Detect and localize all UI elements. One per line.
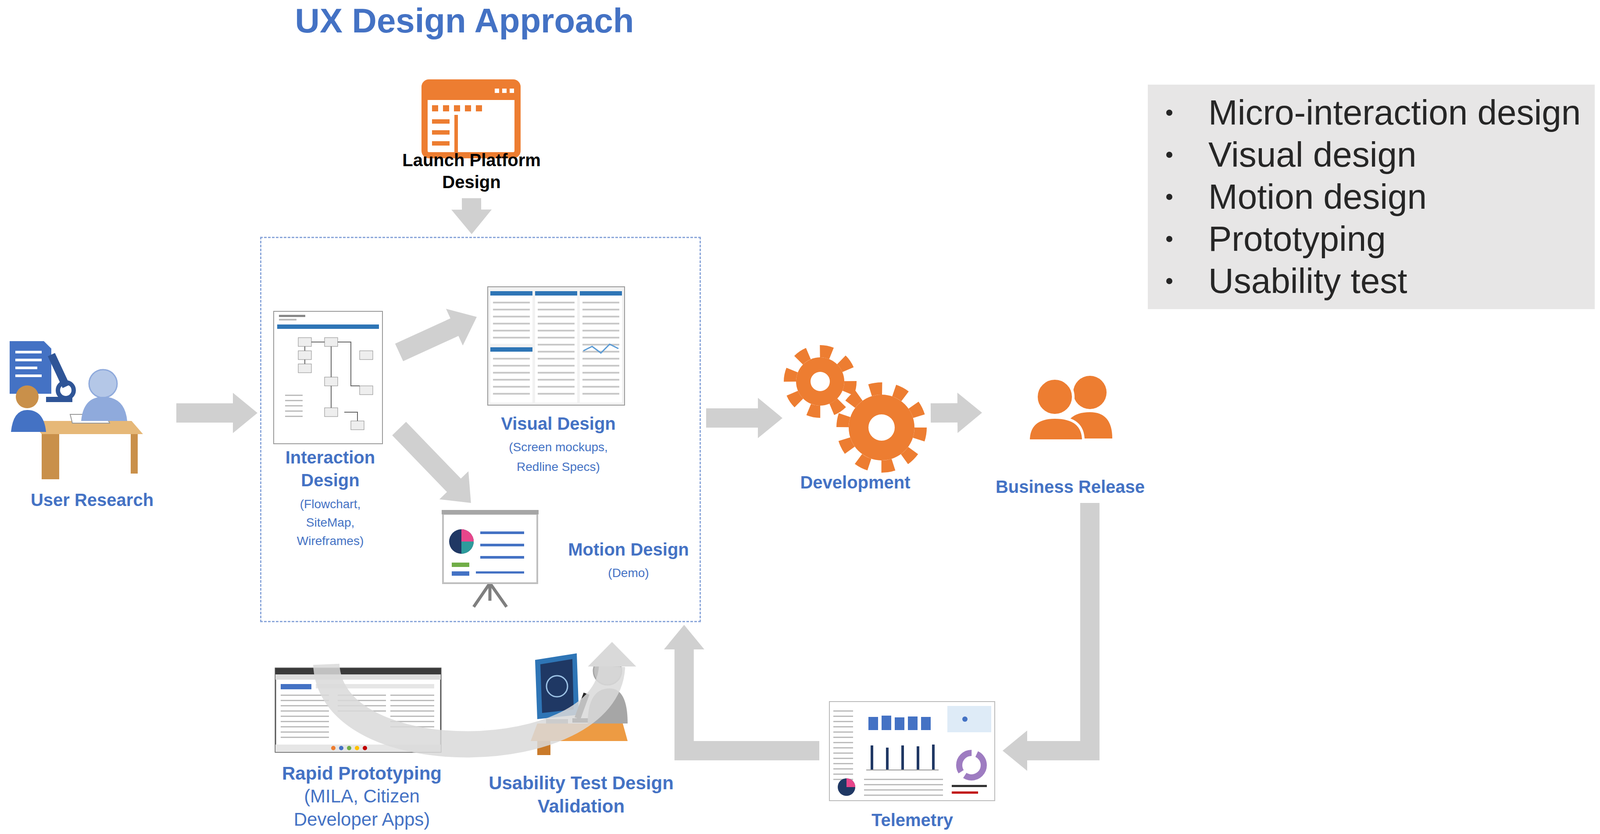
step-label: Usability Test Design Validation — [484, 771, 678, 818]
bullet-item: Usability test — [1208, 260, 1589, 303]
focus-list-panel: Micro-interaction designVisual designMot… — [1147, 84, 1595, 310]
arrow-head — [957, 392, 983, 434]
dashboard-thumbnail — [829, 701, 995, 801]
flow-arrow — [399, 428, 472, 504]
arrow-body — [1026, 503, 1090, 751]
arrow-head — [757, 397, 783, 439]
platform-step: Launch Platform Design — [385, 76, 558, 193]
arrow-head — [587, 642, 636, 667]
arrow-body — [399, 326, 456, 353]
prototyping-step: Rapid Prototyping(MILA, Citizen Develope… — [263, 664, 461, 832]
step-label: Business Release — [984, 475, 1156, 498]
motion-step: Motion Design(Demo) — [439, 505, 699, 616]
step-detail: (Screen mockups, Redline Specs) — [496, 437, 620, 478]
step-detail: (MILA, Citizen Developer Apps) — [274, 785, 450, 832]
release-step: Business Release — [984, 372, 1156, 498]
design-phase-box: Interaction Design(Flowchart, SiteMap, W… — [260, 236, 701, 623]
diagram-title: UX Design Approach — [295, 0, 635, 41]
visual-step: Visual Design(Screen mockups, Redline Sp… — [479, 284, 638, 478]
arrow-body — [706, 408, 759, 428]
bullet-item: Visual design — [1208, 133, 1589, 176]
arrow-body — [684, 648, 820, 751]
flow-arrow — [176, 392, 258, 434]
arrow-head — [446, 308, 477, 346]
arrow-head — [451, 209, 492, 235]
development-step: Development — [785, 348, 926, 494]
arrow-body — [399, 428, 455, 486]
usability-step: Usability Test Design Validation — [484, 644, 678, 818]
arrow-head — [439, 471, 472, 504]
arrow-head — [664, 625, 705, 650]
launch-icon — [424, 82, 518, 156]
people-icon — [1028, 375, 1113, 441]
interaction-step: Interaction Design(Flowchart, SiteMap, W… — [266, 308, 394, 554]
bullet-item: Micro-interaction design — [1208, 91, 1589, 134]
bullet-item: Prototyping — [1208, 217, 1589, 261]
step-label: User Research — [13, 489, 172, 511]
arrow-body — [176, 403, 234, 423]
flow-arrow — [399, 308, 477, 353]
step-label: Development — [785, 471, 926, 494]
step-label: Rapid Prototyping — [263, 762, 461, 786]
mockup-thumbnail — [487, 286, 625, 406]
step-detail: (Demo) — [558, 563, 699, 584]
flow-arrow — [664, 625, 820, 751]
step-label: Visual Design — [479, 412, 638, 436]
flow-arrow — [326, 642, 636, 745]
telemetry-step: Telemetry — [824, 699, 1000, 832]
arrow-body — [930, 403, 959, 423]
flow-arrow — [706, 397, 783, 439]
loop-arrow-body — [326, 664, 612, 745]
step-label: Launch Platform Design — [385, 149, 558, 193]
gears-icon — [789, 351, 921, 467]
arrow-head — [232, 392, 258, 434]
step-label: Telemetry — [824, 809, 1000, 832]
research-illustration — [9, 341, 143, 480]
presentation-easel — [441, 510, 539, 608]
arrow-head — [1002, 730, 1028, 772]
arrow-body — [461, 198, 482, 211]
step-label: Interaction Design — [268, 446, 392, 492]
step-detail: (Flowchart, SiteMap, Wireframes) — [275, 495, 386, 551]
step-label: Motion Design — [558, 538, 699, 561]
research-step: User Research — [13, 337, 172, 511]
flow-arrow — [930, 392, 983, 434]
flow-arrow — [1002, 503, 1090, 772]
flowchart-thumbnail — [273, 311, 383, 444]
flow-arrow — [451, 198, 492, 235]
bullet-item: Motion design — [1208, 175, 1589, 218]
